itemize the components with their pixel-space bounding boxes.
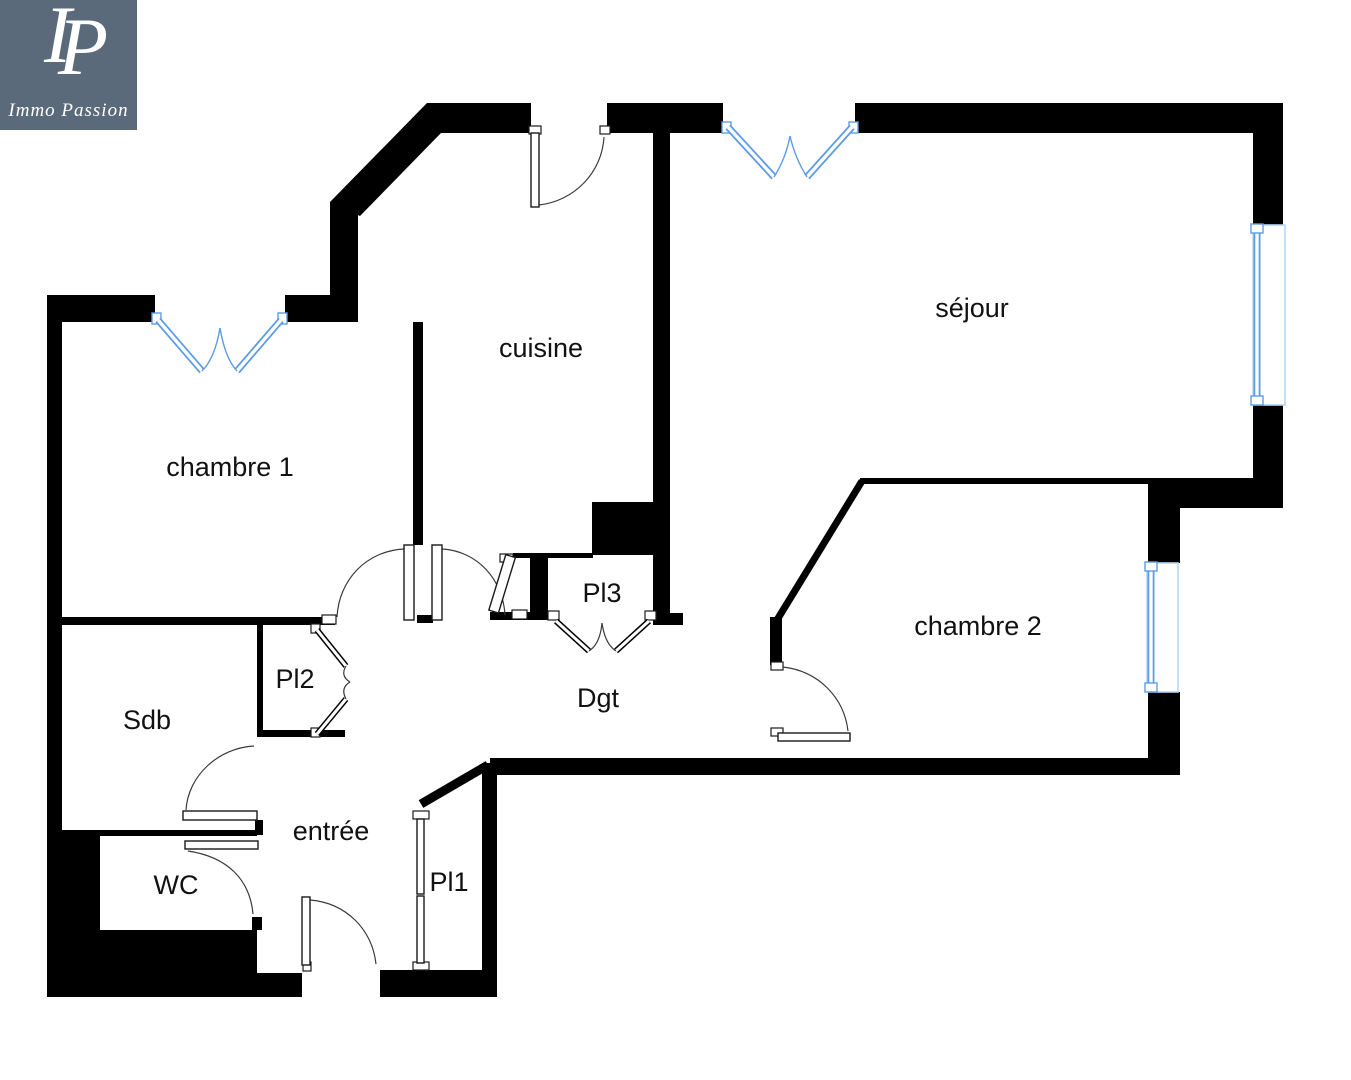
room-label-sejour: séjour [935, 293, 1009, 323]
logo-letter-i: I [44, 0, 72, 80]
door-cuisine-top [530, 132, 605, 208]
room-label-chambre1: chambre 1 [166, 452, 294, 482]
window-chambre2-right [1144, 561, 1179, 693]
door-sdb [182, 745, 258, 821]
room-label-pl3: Pl3 [582, 578, 621, 608]
window-sejour-right [1250, 223, 1286, 406]
door-pl2-double [314, 628, 351, 736]
room-label-pl2: Pl2 [275, 664, 314, 694]
room-label-cuisine: cuisine [499, 333, 583, 363]
logo-agency-name: Immo Passion [8, 100, 129, 121]
window-chambre1 [151, 312, 288, 374]
room-label-entree: entrée [293, 816, 370, 846]
room-label-pl1: Pl1 [429, 867, 468, 897]
room-label-chambre2: chambre 2 [914, 611, 1042, 641]
logo-monogram: I P [0, 0, 137, 100]
door-pl1-sliding [416, 818, 425, 964]
door-frame-caps [302, 125, 784, 972]
door-pl3-double [553, 618, 652, 654]
room-label-sdb: Sdb [123, 705, 171, 735]
room-labels: chambre 1 cuisine séjour chambre 2 Sdb P… [123, 293, 1042, 900]
door-cuisine-hall [431, 544, 517, 621]
window-sejour-top [721, 121, 859, 180]
door-chambre1 [336, 544, 415, 621]
agency-logo: I P Immo Passion [0, 0, 137, 130]
door-chambre2 [777, 666, 851, 742]
door-entree-front [301, 896, 377, 966]
door-wc [184, 840, 259, 915]
room-label-wc: WC [154, 870, 199, 900]
logo-letter-p: P [58, 1, 109, 92]
walls [47, 103, 1283, 997]
room-label-dgt: Dgt [577, 683, 620, 713]
